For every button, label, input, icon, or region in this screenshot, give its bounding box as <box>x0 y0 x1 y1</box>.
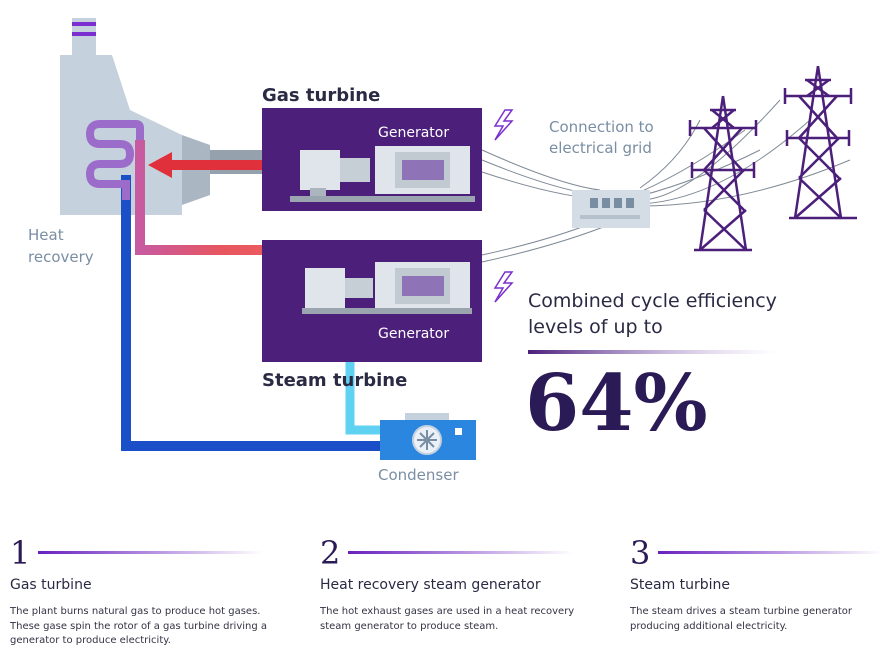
pylon-icon-left <box>688 95 758 252</box>
gas-turbine-machine <box>290 146 475 202</box>
efficiency-divider <box>528 350 778 354</box>
gas-turbine-title: Gas turbine <box>262 85 380 106</box>
combined-cycle-diagram: Gas turbine Generator Generator Steam tu… <box>28 18 857 484</box>
step-2: 2 Heat recovery steam generator The hot … <box>320 535 580 634</box>
grid-wires <box>481 99 851 263</box>
pylon-icon-right <box>783 65 857 220</box>
condenser-label: Condenser <box>378 466 459 484</box>
steam-turbine-title: Steam turbine <box>262 370 407 391</box>
efficiency-value: 64% <box>525 358 708 449</box>
step-number: 3 <box>630 534 651 572</box>
step-divider <box>658 551 883 554</box>
generator-label-top: Generator <box>378 125 449 141</box>
chimney-stripe-1 <box>72 22 96 26</box>
connection-label-2: electrical grid <box>549 139 652 157</box>
substation <box>572 190 650 228</box>
step-1: 1 Gas turbine The plant burns natural ga… <box>10 535 270 649</box>
step-divider <box>348 551 573 554</box>
efficiency-line-2: levels of up to <box>528 316 663 338</box>
generator-label-bottom: Generator <box>378 326 449 342</box>
coil-pipe <box>85 120 144 200</box>
step-3: 3 Steam turbine The steam drives a steam… <box>630 535 890 634</box>
step-title: Steam turbine <box>630 577 731 593</box>
lightning-icon-bottom <box>493 271 514 303</box>
lightning-icon-top <box>493 109 514 141</box>
step-title: Gas turbine <box>10 577 92 593</box>
step-number: 2 <box>320 534 341 572</box>
cold-pipe <box>121 175 385 451</box>
efficiency-line-1: Combined cycle efficiency <box>528 290 777 312</box>
step-description: The hot exhaust gases are used in a heat… <box>320 606 575 632</box>
connection-label-1: Connection to <box>549 118 654 136</box>
exhaust-flow-arrow <box>148 152 300 178</box>
step-number: 1 <box>10 534 31 572</box>
condenser-unit <box>380 413 476 460</box>
chimney-stripe-2 <box>72 32 96 36</box>
step-title: Heat recovery steam generator <box>320 577 541 593</box>
step-description: The plant burns natural gas to produce h… <box>10 606 268 646</box>
heat-recovery-label-1: Heat <box>28 226 64 244</box>
steam-turbine-machine <box>302 262 472 314</box>
step-description: The steam drives a steam turbine generat… <box>630 606 852 632</box>
heat-recovery-label-2: recovery <box>28 248 94 266</box>
step-divider <box>38 551 263 554</box>
